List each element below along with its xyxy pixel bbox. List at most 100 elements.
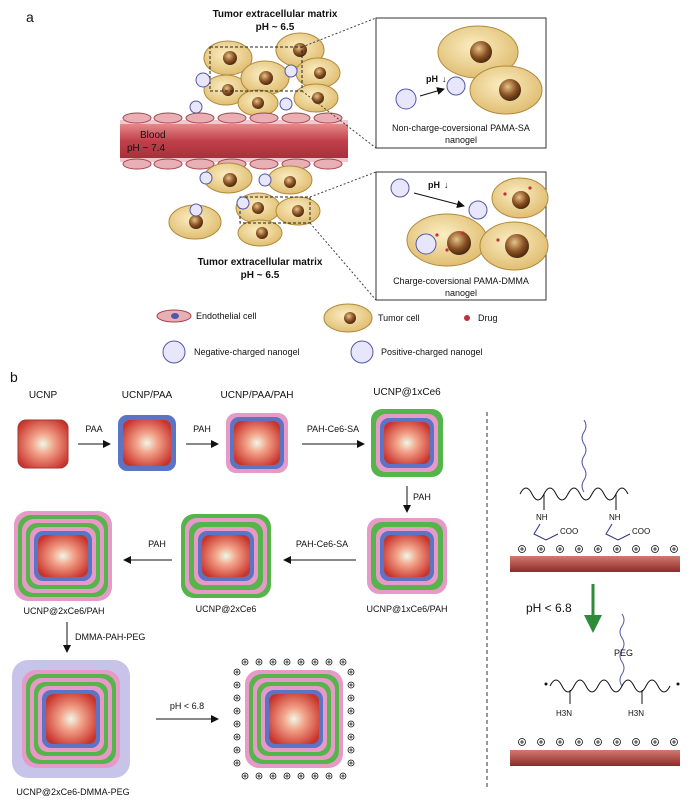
plus-sign	[235, 761, 239, 765]
nanogels-top	[189, 64, 298, 114]
inset-top-caption-2: nanogel	[445, 135, 477, 145]
nh-left: NH	[536, 513, 548, 522]
arrow-paa: PAA	[85, 424, 102, 434]
positive-charge-icons	[233, 658, 355, 780]
arrow-pah-3: PAH	[148, 539, 166, 549]
plus-sign	[327, 660, 331, 664]
arrow-pah-2: PAH	[413, 492, 431, 502]
plus-sign	[349, 735, 353, 739]
polymer-released: H3N H3N PEG	[544, 613, 680, 718]
plus-sign	[576, 739, 582, 745]
plus-sign	[235, 696, 239, 700]
stage-ucnp-2xce6-pah: UCNP@2xCe6/PAH	[24, 606, 105, 616]
inset-bottom-caption-2: nanogel	[445, 288, 477, 298]
plus-sign	[341, 774, 345, 778]
plus-sign	[235, 722, 239, 726]
plus-sign	[349, 683, 353, 687]
drug-icon	[464, 315, 470, 321]
plus-sign	[243, 660, 247, 664]
tumor-matrix-bottom-title: Tumor extracellular matrix	[198, 257, 323, 268]
plus-sign	[349, 761, 353, 765]
surface-charges-2	[518, 738, 678, 746]
surface-charges-1	[518, 545, 678, 553]
negative-nanogel-icon	[162, 340, 186, 364]
particle-ucnp-paa	[118, 415, 176, 471]
nanogels-bottom	[189, 171, 272, 217]
stage-ucnp-1xce6-pah: UCNP@1xCe6/PAH	[367, 604, 448, 614]
particle-ucnp-paa-pah	[226, 413, 288, 473]
stage-ucnp-1xce6: UCNP@1xCe6	[373, 387, 441, 398]
plus-sign	[519, 739, 525, 745]
legend: Endothelial cell Tumor cell Drug Negativ…	[156, 303, 498, 364]
plus-sign	[557, 546, 563, 552]
plus-sign	[299, 660, 303, 664]
panel-a-letter: a	[26, 9, 34, 25]
plus-sign	[576, 546, 582, 552]
plus-sign	[671, 739, 677, 745]
plus-sign	[341, 660, 345, 664]
blood-ph-label: pH ~ 7.4	[127, 143, 166, 154]
endothelial-cells-top	[122, 112, 343, 124]
peg-label: PEG	[614, 648, 633, 658]
plus-sign	[595, 739, 601, 745]
plus-sign	[235, 683, 239, 687]
zoom-box-bottom	[239, 196, 311, 224]
plus-sign	[235, 670, 239, 674]
particle-ucnp-2xce6	[181, 514, 271, 598]
plus-sign	[285, 660, 289, 664]
plus-sign	[235, 735, 239, 739]
plus-sign	[243, 774, 247, 778]
tumor-matrix-top-title: Tumor extracellular matrix	[213, 9, 338, 20]
plus-sign	[257, 774, 261, 778]
surface-top	[510, 556, 680, 572]
stage-ucnp-2xce6: UCNP@2xCe6	[196, 604, 257, 614]
plus-sign	[538, 546, 544, 552]
inset-bottom: pH ↓	[375, 171, 549, 301]
down-arrow-icon: ↓	[444, 180, 449, 190]
plus-sign	[313, 774, 317, 778]
coo-right: COO	[632, 527, 650, 536]
tumor-cells-bottom	[168, 162, 321, 247]
drug-dots	[435, 186, 532, 252]
plus-sign	[285, 774, 289, 778]
plus-sign	[652, 739, 658, 745]
tumor-matrix-top-ph: pH ~ 6.5	[256, 22, 295, 33]
plus-sign	[257, 660, 261, 664]
arrow-pah-ce6-sa-2: PAH-Ce6-SA	[296, 539, 348, 549]
endothelial-cells-bottom	[122, 158, 343, 170]
legend-positive: Positive-charged nanogel	[381, 347, 483, 357]
blood-vessel	[120, 120, 348, 162]
plus-sign	[595, 546, 601, 552]
plus-sign	[349, 722, 353, 726]
amine-right: H3N	[628, 709, 644, 718]
plus-sign	[271, 660, 275, 664]
nh-right: NH	[609, 513, 621, 522]
arrow-dmma-pah-peg: DMMA-PAH-PEG	[75, 632, 145, 642]
zoom-box-top	[209, 46, 303, 92]
plus-sign	[299, 774, 303, 778]
amine-left: H3N	[556, 709, 572, 718]
particle-ucnp-1xce6	[371, 409, 443, 477]
plus-sign	[633, 739, 639, 745]
particle-ucnp-2xce6-dmma-peg	[12, 660, 130, 778]
plus-sign	[235, 709, 239, 713]
arrow-pah-1: PAH	[193, 424, 211, 434]
inset-top: pH ↓	[375, 17, 547, 149]
plus-sign	[235, 748, 239, 752]
scheme-ph-label: pH < 6.8	[526, 601, 572, 615]
legend-negative: Negative-charged nanogel	[194, 347, 300, 357]
particle-charged-final	[245, 670, 343, 768]
stage-ucnp-paa: UCNP/PAA	[122, 390, 173, 401]
positive-nanogel-icon	[350, 340, 374, 364]
legend-endothelial: Endothelial cell	[196, 311, 257, 321]
callout-lines	[301, 17, 377, 301]
plus-sign	[614, 546, 620, 552]
particle-ucnp	[17, 419, 69, 469]
plus-sign	[652, 546, 658, 552]
plus-sign	[671, 546, 677, 552]
tumor-matrix-bottom-ph: pH ~ 6.5	[241, 270, 280, 281]
polymer-dmma-scheme: NH NH COO COO	[519, 419, 650, 541]
inset-top-ph: pH	[426, 74, 438, 84]
panel-b-letter: b	[10, 369, 18, 385]
plus-sign	[349, 670, 353, 674]
